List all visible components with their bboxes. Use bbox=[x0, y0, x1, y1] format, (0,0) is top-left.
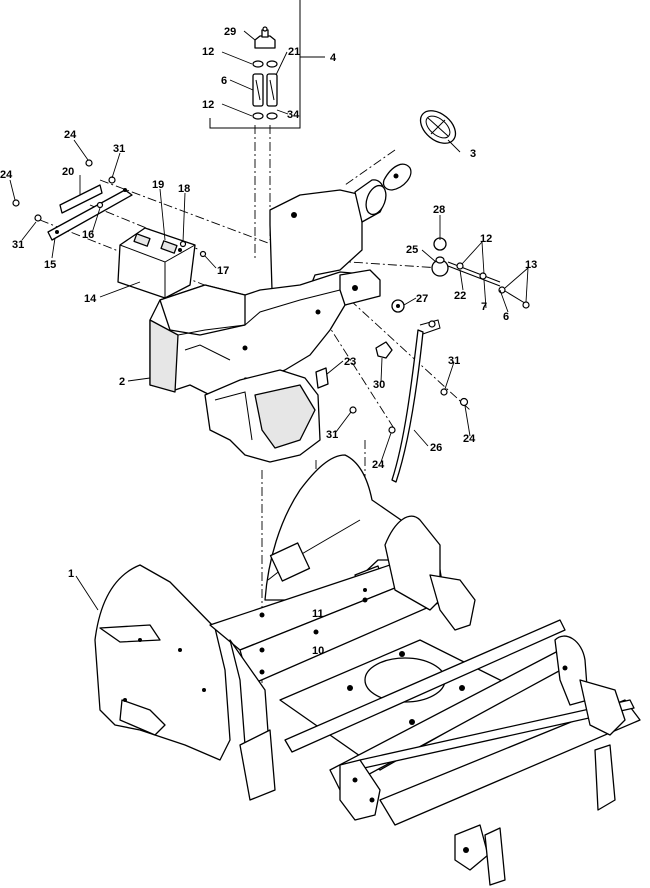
valve-stack bbox=[252, 26, 278, 120]
callout-15: 15 bbox=[44, 259, 56, 271]
callout-3: 3 bbox=[470, 148, 476, 160]
callout-31: 31 bbox=[448, 355, 460, 367]
callout-24: 24 bbox=[463, 433, 476, 445]
cap-3 bbox=[382, 110, 457, 191]
callout-12: 12 bbox=[202, 99, 214, 111]
callout-4: 4 bbox=[330, 52, 337, 64]
callout-16: 16 bbox=[82, 229, 94, 241]
callout-31: 31 bbox=[113, 143, 125, 155]
callout-1: 1 bbox=[68, 568, 74, 580]
callout-6: 6 bbox=[221, 75, 227, 87]
callout-23: 23 bbox=[344, 356, 356, 368]
callout-24: 24 bbox=[0, 169, 13, 181]
callout-34: 34 bbox=[287, 109, 300, 121]
callout-20: 20 bbox=[62, 166, 74, 178]
battery-14 bbox=[117, 227, 196, 299]
callout-21: 21 bbox=[288, 46, 300, 58]
leader-lines bbox=[9, 30, 529, 611]
callout-26: 26 bbox=[430, 442, 442, 454]
callout-6: 6 bbox=[503, 311, 509, 323]
callout-28: 28 bbox=[433, 204, 445, 216]
callout-19: 19 bbox=[152, 179, 164, 191]
callout-29: 29 bbox=[224, 26, 236, 38]
callout-31: 31 bbox=[12, 239, 24, 251]
callout-22: 22 bbox=[454, 290, 466, 302]
fuel-tank-2 bbox=[149, 179, 387, 463]
hardware-right bbox=[349, 388, 469, 434]
bracket-23 bbox=[315, 367, 329, 389]
callout-30: 30 bbox=[373, 379, 385, 391]
callout-25: 25 bbox=[406, 244, 418, 256]
hardware-left bbox=[12, 159, 207, 258]
callout-10: 10 bbox=[312, 645, 324, 657]
callout-2: 2 bbox=[119, 376, 125, 388]
callout-7: 7 bbox=[481, 301, 487, 313]
callout-12: 12 bbox=[202, 46, 214, 58]
callout-27: 27 bbox=[416, 293, 428, 305]
callout-18: 18 bbox=[178, 183, 190, 195]
callout-24: 24 bbox=[64, 129, 77, 141]
frame-1 bbox=[94, 454, 641, 886]
callout-24: 24 bbox=[372, 459, 385, 471]
clip-30 bbox=[375, 341, 393, 359]
callout-labels: 29 12 21 4 6 12 34 3 24 31 24 20 19 18 1… bbox=[0, 26, 537, 657]
lever-26 bbox=[391, 319, 441, 483]
callout-14: 14 bbox=[84, 293, 97, 305]
fuel-fittings-right bbox=[391, 237, 530, 313]
callout-31: 31 bbox=[326, 429, 338, 441]
callout-11: 11 bbox=[312, 608, 324, 620]
callout-12: 12 bbox=[480, 233, 492, 245]
callout-13: 13 bbox=[525, 259, 537, 271]
callout-17: 17 bbox=[217, 265, 229, 277]
